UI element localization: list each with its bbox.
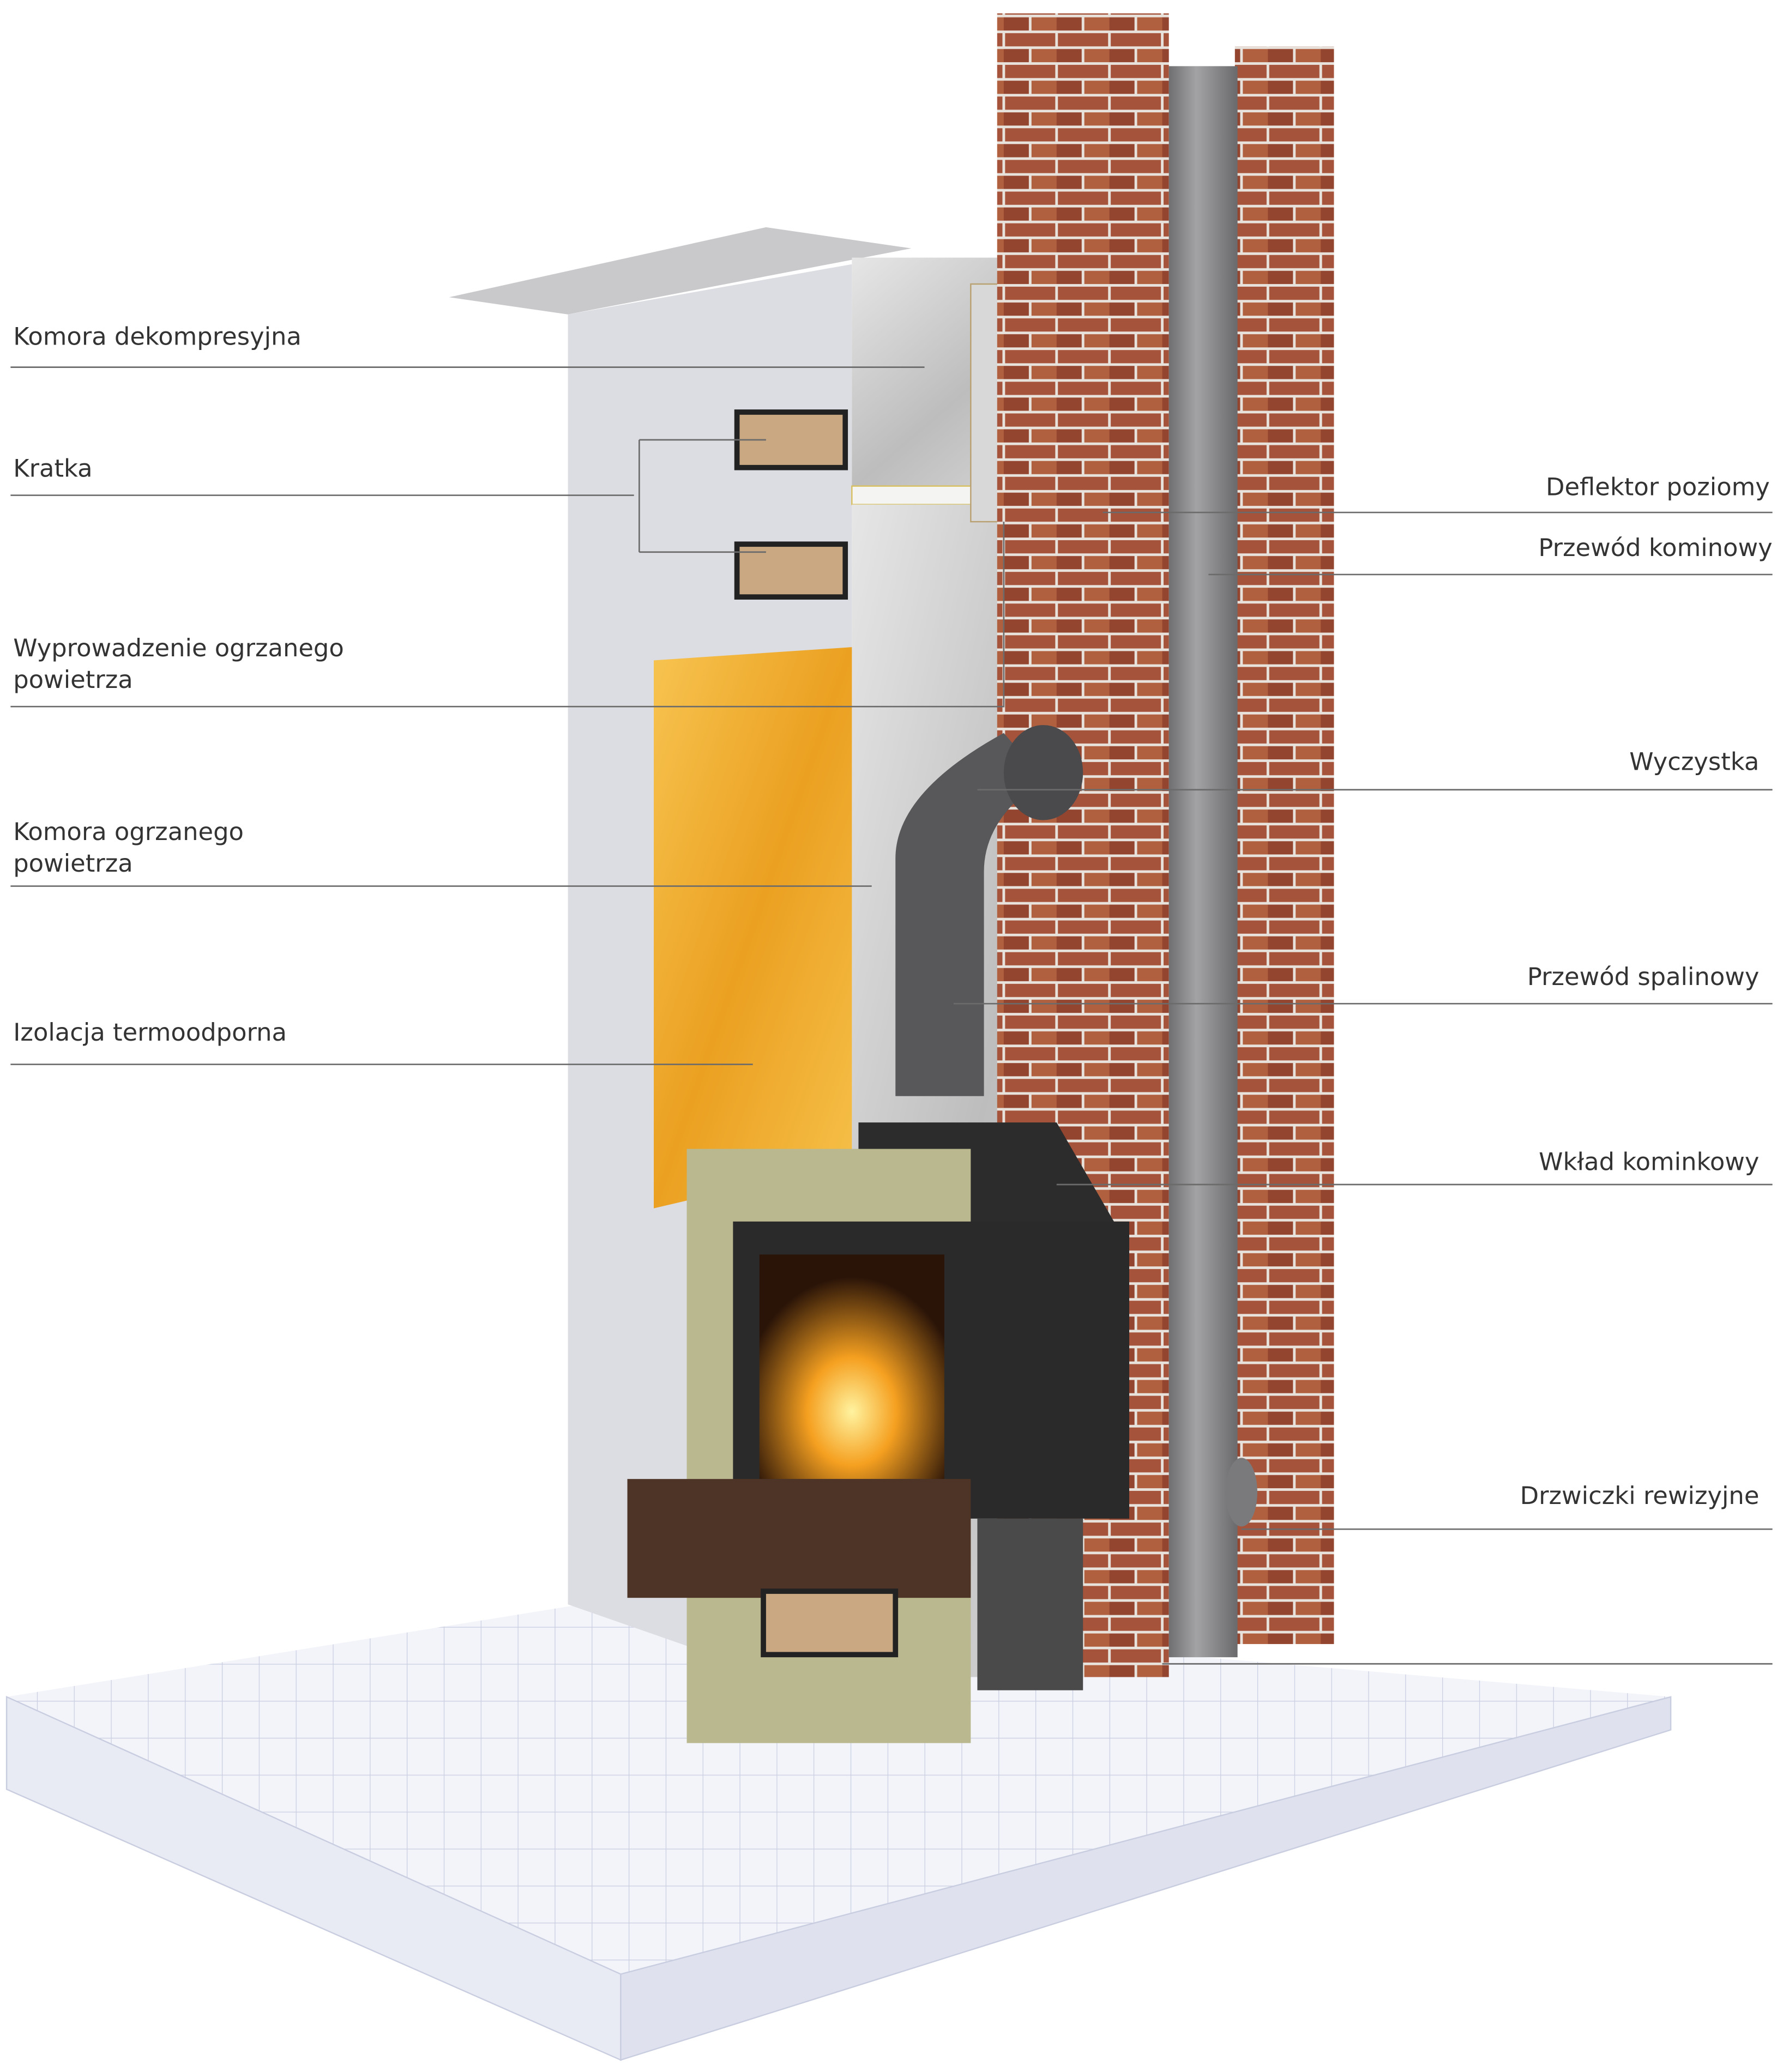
label-heated-air-chamber-1: Komora ogrzanego [13,817,244,846]
mantel-shelf [627,1479,971,1598]
label-hot-air-outlet-1: Wyprowadzenie ogrzanego [13,633,344,662]
chimney-flue-pipe [1168,66,1238,1658]
tiled-floor [5,1604,1672,2061]
label-decompression-chamber: Komora dekompresyjna [13,322,302,351]
grille-lower [734,541,848,600]
label-chimney-flue: Przewód kominowy [1538,533,1772,562]
label-heated-air-chamber-2: powietrza [13,849,132,878]
heat-resistant-insulation [654,647,852,1209]
label-inspection-door: Drzwiczki rewizyjne [1520,1481,1760,1510]
label-heat-resistant-insulation: Izolacja termoodporna [13,1018,287,1047]
brick-chimney-right [1234,46,1334,1644]
label-fireplace-insert: Wkład kominkowy [1539,1147,1759,1176]
cleanout [1003,725,1083,820]
label-horizontal-deflector: Deflektor poziomy [1546,473,1770,502]
label-hot-air-outlet-2: powietrza [13,665,132,694]
label-flue-pipe: Przewód spalinowy [1527,962,1760,991]
leader-lines [10,366,1773,1665]
label-cleanout: Wyczystka [1629,747,1759,776]
fire-glass [759,1254,944,1479]
stove-stand [977,1518,1083,1690]
inspection-door [1225,1458,1257,1527]
label-grille: Kratka [13,454,92,483]
bottom-grille [761,1588,899,1658]
flue-pipe [895,733,1044,1096]
